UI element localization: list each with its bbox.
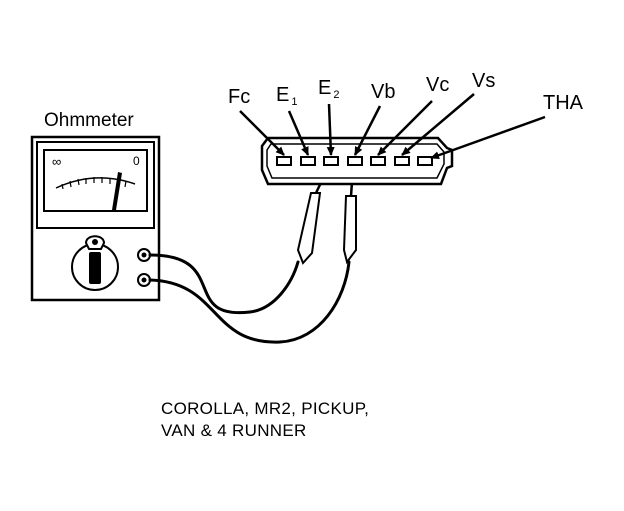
terminal-slot-e1[interactable] bbox=[300, 156, 316, 166]
test-leads bbox=[148, 253, 351, 344]
terminal-slot-e2[interactable] bbox=[323, 156, 339, 166]
leader-arrow-e2 bbox=[326, 103, 335, 156]
leader-arrow-vc bbox=[377, 100, 433, 156]
ohmmeter: Ohmmeter ∞ 0 bbox=[30, 110, 161, 302]
ohmmeter-scale-arc bbox=[55, 177, 136, 189]
ohmmeter-label: Ohmmeter bbox=[44, 110, 134, 131]
meter-terminal-negative[interactable] bbox=[137, 273, 151, 287]
pin-label-fc: Fc bbox=[228, 86, 250, 108]
terminal-slot-vc[interactable] bbox=[370, 156, 386, 166]
pin-label-vb: Vb bbox=[371, 81, 395, 103]
pin-label-tha: THA bbox=[543, 92, 584, 114]
caption-line-1: COROLLA, MR2, PICKUP, bbox=[161, 399, 370, 418]
test-probe-right[interactable] bbox=[342, 167, 357, 265]
scale-infinity-label: ∞ bbox=[52, 154, 61, 169]
leader-arrow-vb bbox=[353, 105, 382, 156]
scale-zero-label: 0 bbox=[133, 154, 140, 168]
leader-arrow-vs bbox=[401, 93, 475, 156]
test-lead-wire-2 bbox=[148, 260, 351, 344]
pin-label-vc: Vc bbox=[426, 74, 449, 96]
connector-terminals bbox=[276, 156, 433, 166]
meter-terminal-positive[interactable] bbox=[137, 248, 151, 262]
ohmmeter-display bbox=[43, 149, 148, 212]
pin-label-vs: Vs bbox=[472, 70, 495, 92]
terminal-slot-fc[interactable] bbox=[276, 156, 292, 166]
pin-leader-arrows bbox=[239, 93, 546, 160]
vehicle-caption: COROLLA, MR2, PICKUP, VAN & 4 RUNNER bbox=[161, 398, 369, 442]
terminal-slot-tha[interactable] bbox=[417, 156, 433, 166]
leader-arrow-tha bbox=[430, 115, 546, 160]
caption-line-2: VAN & 4 RUNNER bbox=[161, 421, 307, 440]
leader-arrow-e1 bbox=[287, 110, 310, 156]
terminal-slot-vs[interactable] bbox=[394, 156, 410, 166]
sensor-connector bbox=[260, 136, 454, 186]
terminal-slot-vb[interactable] bbox=[347, 156, 363, 166]
test-lead-wire-1 bbox=[148, 253, 300, 315]
leader-arrow-fc bbox=[239, 110, 285, 156]
ohmmeter-needle bbox=[112, 172, 122, 210]
range-selector-knob[interactable] bbox=[71, 235, 119, 291]
